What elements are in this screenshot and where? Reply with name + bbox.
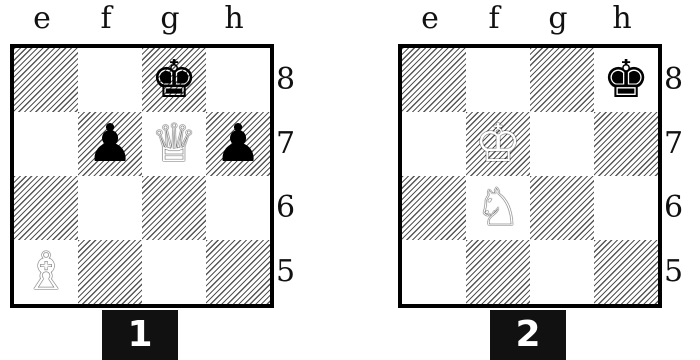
white-knight-icon: ♘ [466, 176, 530, 240]
file-label: e [10, 2, 74, 36]
square-e6 [402, 176, 466, 240]
white-king-icon: ♔ [466, 112, 530, 176]
rank-label: 7 [664, 112, 698, 176]
square-g7 [530, 112, 594, 176]
square-h8: ♚ [594, 48, 658, 112]
chessboard: ♚♟♕♟♗ [10, 44, 274, 308]
rank-label: 7 [276, 112, 310, 176]
square-h5 [594, 240, 658, 304]
file-label: g [138, 2, 202, 36]
square-e5: ♗ [14, 240, 78, 304]
file-label: h [590, 2, 654, 36]
square-g6 [530, 176, 594, 240]
white-queen-icon: ♕ [142, 112, 206, 176]
black-pawn-icon: ♟ [78, 112, 142, 176]
square-f5 [466, 240, 530, 304]
square-g5 [530, 240, 594, 304]
square-f6 [78, 176, 142, 240]
black-pawn-icon: ♟ [206, 112, 270, 176]
square-e7 [402, 112, 466, 176]
black-king-icon: ♚ [142, 48, 206, 112]
square-g7: ♕ [142, 112, 206, 176]
square-e5 [402, 240, 466, 304]
square-g8 [530, 48, 594, 112]
diagram-number: 1 [102, 310, 178, 360]
square-f7: ♟ [78, 112, 142, 176]
square-g6 [142, 176, 206, 240]
square-h6 [594, 176, 658, 240]
square-g8: ♚ [142, 48, 206, 112]
chessboard: ♚ ♔♘ [398, 44, 662, 308]
square-e6 [14, 176, 78, 240]
rank-label: 8 [664, 48, 698, 112]
square-h5 [206, 240, 270, 304]
rank-label: 6 [664, 176, 698, 240]
square-f8 [78, 48, 142, 112]
square-h7: ♟ [206, 112, 270, 176]
square-f6: ♘ [466, 176, 530, 240]
file-label: f [462, 2, 526, 36]
chess-diagram-1: e f g h 8 7 6 5 ♚♟♕♟♗ 1 [0, 0, 290, 360]
square-e8 [402, 48, 466, 112]
black-king-icon: ♚ [594, 48, 658, 112]
square-f5 [78, 240, 142, 304]
diagram-number: 2 [490, 310, 566, 360]
white-bishop-icon: ♗ [14, 240, 78, 304]
rank-label: 5 [276, 240, 310, 304]
chess-diagram-2: e f g h 8 7 6 5 ♚♔♘ 2 [388, 0, 678, 360]
rank-label: 8 [276, 48, 310, 112]
square-g5 [142, 240, 206, 304]
file-label: e [398, 2, 462, 36]
square-e8 [14, 48, 78, 112]
rank-label: 6 [276, 176, 310, 240]
file-label: f [74, 2, 138, 36]
square-h8 [206, 48, 270, 112]
square-h6 [206, 176, 270, 240]
file-label: h [202, 2, 266, 36]
rank-label: 5 [664, 240, 698, 304]
square-e7 [14, 112, 78, 176]
square-f8 [466, 48, 530, 112]
square-f7: ♔ [466, 112, 530, 176]
square-h7 [594, 112, 658, 176]
file-label: g [526, 2, 590, 36]
